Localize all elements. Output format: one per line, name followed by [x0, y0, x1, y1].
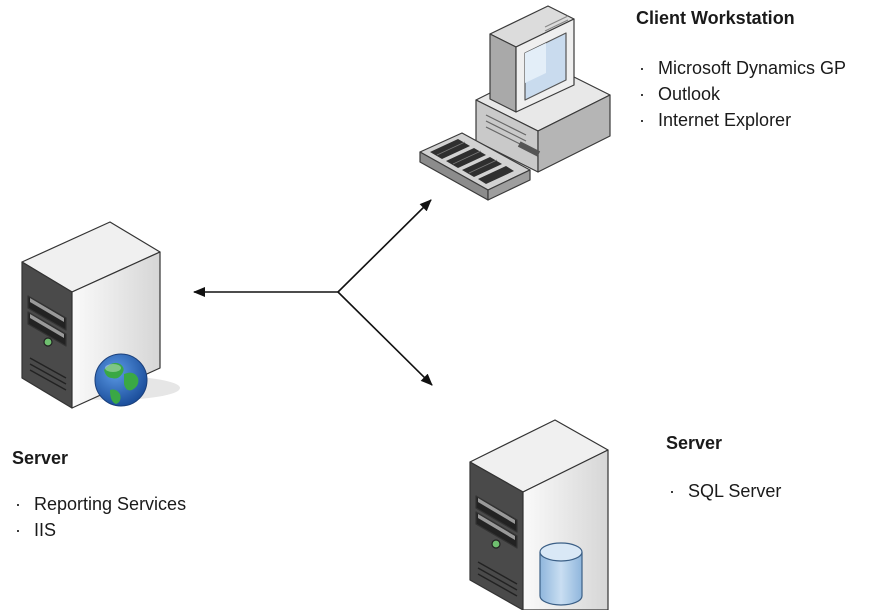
connector-arrows	[193, 199, 433, 386]
arrow-to-client	[337, 199, 432, 293]
list-item: ·IIS	[15, 520, 57, 540]
client-workstation-software-list: ·Microsoft Dynamics GP ·Outlook ·Interne…	[636, 55, 846, 133]
client-workstation-title: Client Workstation	[636, 8, 795, 28]
database-icon	[539, 542, 583, 606]
sql-server-title: Server	[666, 433, 723, 453]
sql-server-label: Server ·SQL Server	[666, 433, 781, 504]
list-item: ·SQL Server	[669, 481, 782, 501]
list-item: ·Microsoft Dynamics GP	[639, 58, 847, 78]
client-workstation-label: Client Workstation ·Microsoft Dynamics G…	[636, 8, 846, 133]
list-item: ·Reporting Services	[15, 494, 187, 514]
web-server-software-list: ·Reporting Services ·IIS	[12, 491, 186, 543]
sql-server-software-list: ·SQL Server	[666, 478, 781, 504]
workstation-icon	[419, 5, 611, 201]
arrow-to-sql-server	[337, 291, 433, 386]
list-item: ·Internet Explorer	[639, 110, 792, 130]
sql-server-icon	[469, 419, 609, 610]
globe-icon	[94, 353, 148, 407]
web-server-label: Server ·Reporting Services ·IIS	[12, 448, 186, 543]
list-item: ·Outlook	[639, 84, 721, 104]
web-server-title: Server	[12, 448, 69, 468]
